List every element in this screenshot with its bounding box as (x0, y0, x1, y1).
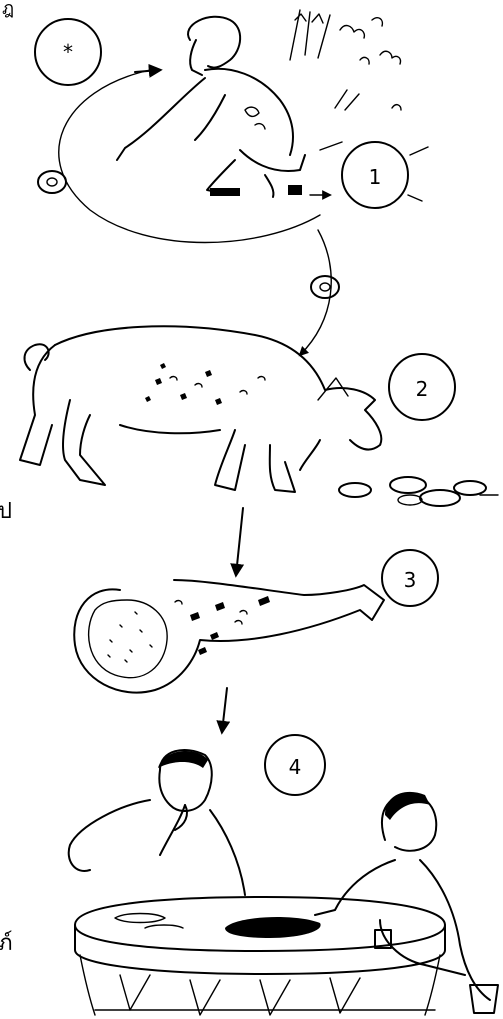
feces-pile (339, 477, 498, 506)
cycle-arrow (59, 70, 320, 243)
step-circle-3: 3 (382, 550, 438, 606)
stage-eating: 4 (69, 735, 498, 1015)
bush-icon (290, 10, 401, 110)
stage-pig: 2 (20, 326, 498, 506)
pork-leg-icon (74, 580, 384, 693)
stage-person-defecating: * 1 (35, 10, 428, 243)
arrow-2-to-3 (236, 508, 243, 575)
step-circle-1: 1 (342, 142, 408, 208)
man-right (315, 792, 490, 1000)
edge-text-left-mid: ป (0, 499, 12, 524)
edge-text-top: ฎ (2, 0, 14, 19)
cycle-arrowhead (135, 70, 160, 72)
man-left (69, 750, 245, 895)
step-circle-2: 2 (389, 354, 455, 420)
step-circle-4: 4 (265, 735, 325, 795)
stage-pork: 3 (74, 550, 438, 693)
step-label-1: 1 (369, 165, 382, 189)
crouching-man (117, 17, 330, 197)
egg-icon-2 (311, 276, 339, 298)
egg-icon (38, 171, 66, 193)
arrow-3-to-4 (222, 688, 227, 732)
step-label-4: 4 (289, 755, 302, 779)
egg-symbol-label: * (63, 40, 73, 64)
food-table (75, 897, 445, 1015)
cup-icon (470, 985, 498, 1013)
step-label-2: 2 (416, 377, 429, 401)
pig-figure (20, 326, 381, 492)
edge-text-left-bottom: ภ์ (0, 931, 13, 956)
step-label-3: 3 (404, 568, 417, 592)
egg-symbol-circle: * (35, 19, 101, 85)
arrow-1-to-2 (300, 230, 331, 355)
